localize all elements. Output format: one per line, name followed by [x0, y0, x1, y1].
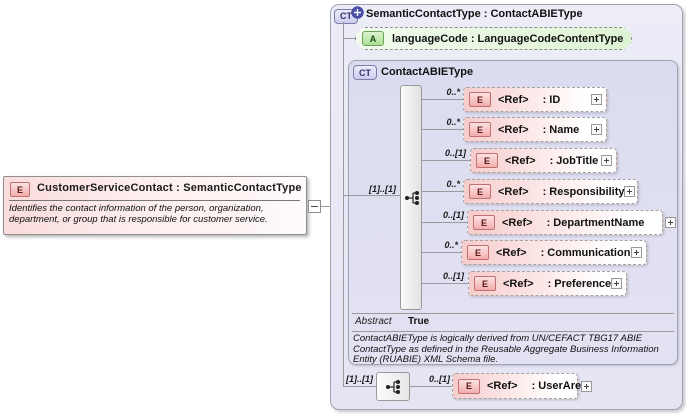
element-ref: <Ref> — [503, 277, 534, 290]
cardinality-label: 0..[1] — [442, 271, 464, 281]
element-ref: <Ref> — [498, 123, 529, 136]
outer-type-title: SemanticContactType : ContactABIEType — [366, 8, 583, 20]
element-box-preference[interactable]: E <Ref> : Preference — [468, 271, 627, 296]
divider — [9, 200, 300, 201]
element-box-jobtitle[interactable]: E <Ref> : JobTitle — [470, 148, 617, 173]
connector-line — [422, 160, 470, 161]
element-badge: E — [476, 153, 498, 168]
element-badge: E — [10, 182, 30, 197]
expand-icon[interactable] — [624, 186, 636, 197]
element-ref: <Ref> — [505, 154, 536, 167]
element-type: : Preference — [547, 277, 612, 290]
element-ref: <Ref> — [498, 93, 529, 106]
complex-type-badge: CT — [334, 6, 364, 24]
element-badge: E — [474, 276, 496, 291]
expand-icon[interactable] — [631, 247, 642, 258]
collapse-icon[interactable] — [308, 200, 321, 213]
cardinality-label: 0..* — [446, 117, 460, 127]
divider — [352, 331, 674, 332]
attribute-badge: A — [362, 31, 384, 46]
element-box-userarea[interactable]: E <Ref> : UserArea — [452, 373, 592, 399]
abstract-value: True — [408, 316, 430, 327]
ct-badge: CT — [353, 65, 377, 80]
element-badge: E — [458, 378, 480, 394]
plus-circle-icon — [351, 6, 364, 19]
connector-line — [343, 386, 376, 387]
element-box-name[interactable]: E <Ref> : Name — [463, 117, 607, 142]
element-type: : Communication — [540, 246, 631, 259]
element-box-communication[interactable]: E <Ref> : Communication — [461, 240, 647, 265]
attribute-box-languageCode[interactable]: A languageCode : LanguageCodeContentType — [355, 27, 632, 50]
element-badge: E — [469, 92, 491, 107]
cardinality-label: [1]..[1] — [346, 374, 373, 384]
element-type: : DepartmentName — [546, 216, 645, 229]
expand-icon[interactable] — [591, 94, 602, 105]
global-element-annotation: Identifies the contact information of th… — [9, 203, 268, 225]
element-ref: <Ref> — [496, 246, 527, 259]
element-badge: E — [469, 122, 491, 137]
expand-icon[interactable] — [581, 381, 592, 392]
sequence-icon — [405, 191, 419, 205]
element-type: : Name — [542, 123, 580, 136]
element-box-responsibility[interactable]: E <Ref> : Responsibility — [463, 179, 638, 204]
element-box-id[interactable]: E <Ref> : ID — [463, 87, 607, 112]
expand-icon[interactable] — [601, 155, 612, 166]
element-ref: <Ref> — [502, 216, 533, 229]
cardinality-label: 0..* — [446, 179, 460, 189]
element-badge: E — [473, 215, 495, 230]
element-type: : JobTitle — [549, 154, 599, 167]
inner-type-title: ContactABIEType — [381, 66, 474, 78]
inner-type-annotation: ContactABIEType is logically derived fro… — [353, 333, 659, 365]
connector-line — [410, 386, 452, 387]
expand-icon[interactable] — [611, 278, 623, 289]
cardinality-label: 0..* — [444, 240, 458, 250]
sequence-compositor[interactable] — [376, 372, 410, 401]
connector-line — [343, 38, 356, 39]
connector-line — [321, 206, 330, 207]
attribute-label: languageCode : LanguageCodeContentType — [392, 32, 624, 45]
cardinality-label: 0..[1] — [442, 210, 464, 220]
element-box-departmentname[interactable]: E <Ref> : DepartmentName — [467, 210, 676, 235]
sequence-icon — [386, 379, 400, 394]
element-badge: E — [467, 245, 489, 260]
expand-icon[interactable] — [665, 217, 676, 228]
connector-line — [422, 222, 467, 223]
abstract-label: Abstract — [355, 316, 392, 327]
cardinality-label: 0..* — [446, 87, 460, 97]
cardinality-label: 0..[1] — [444, 148, 466, 158]
element-badge: E — [469, 184, 491, 199]
expand-icon[interactable] — [591, 124, 602, 135]
global-element-title: CustomerServiceContact : SemanticContact… — [37, 182, 302, 194]
element-type: : UserArea — [531, 380, 588, 392]
element-ref: <Ref> — [498, 185, 529, 198]
connector-line — [422, 283, 468, 284]
connector-line — [422, 129, 463, 130]
element-ref: <Ref> — [487, 380, 518, 392]
sequence-compositor[interactable] — [400, 85, 422, 310]
connector-line — [343, 195, 400, 196]
cardinality-label: [1]..[1] — [369, 184, 396, 194]
element-type: : Responsibility — [542, 185, 625, 198]
cardinality-label: 0..[1] — [428, 374, 450, 384]
connector-line — [422, 252, 461, 253]
divider — [352, 313, 674, 314]
connector-line — [422, 191, 463, 192]
connector-line — [343, 22, 344, 386]
element-type: : ID — [542, 93, 561, 106]
connector-line — [422, 99, 463, 100]
global-element-box[interactable]: E CustomerServiceContact : SemanticConta… — [3, 176, 307, 235]
